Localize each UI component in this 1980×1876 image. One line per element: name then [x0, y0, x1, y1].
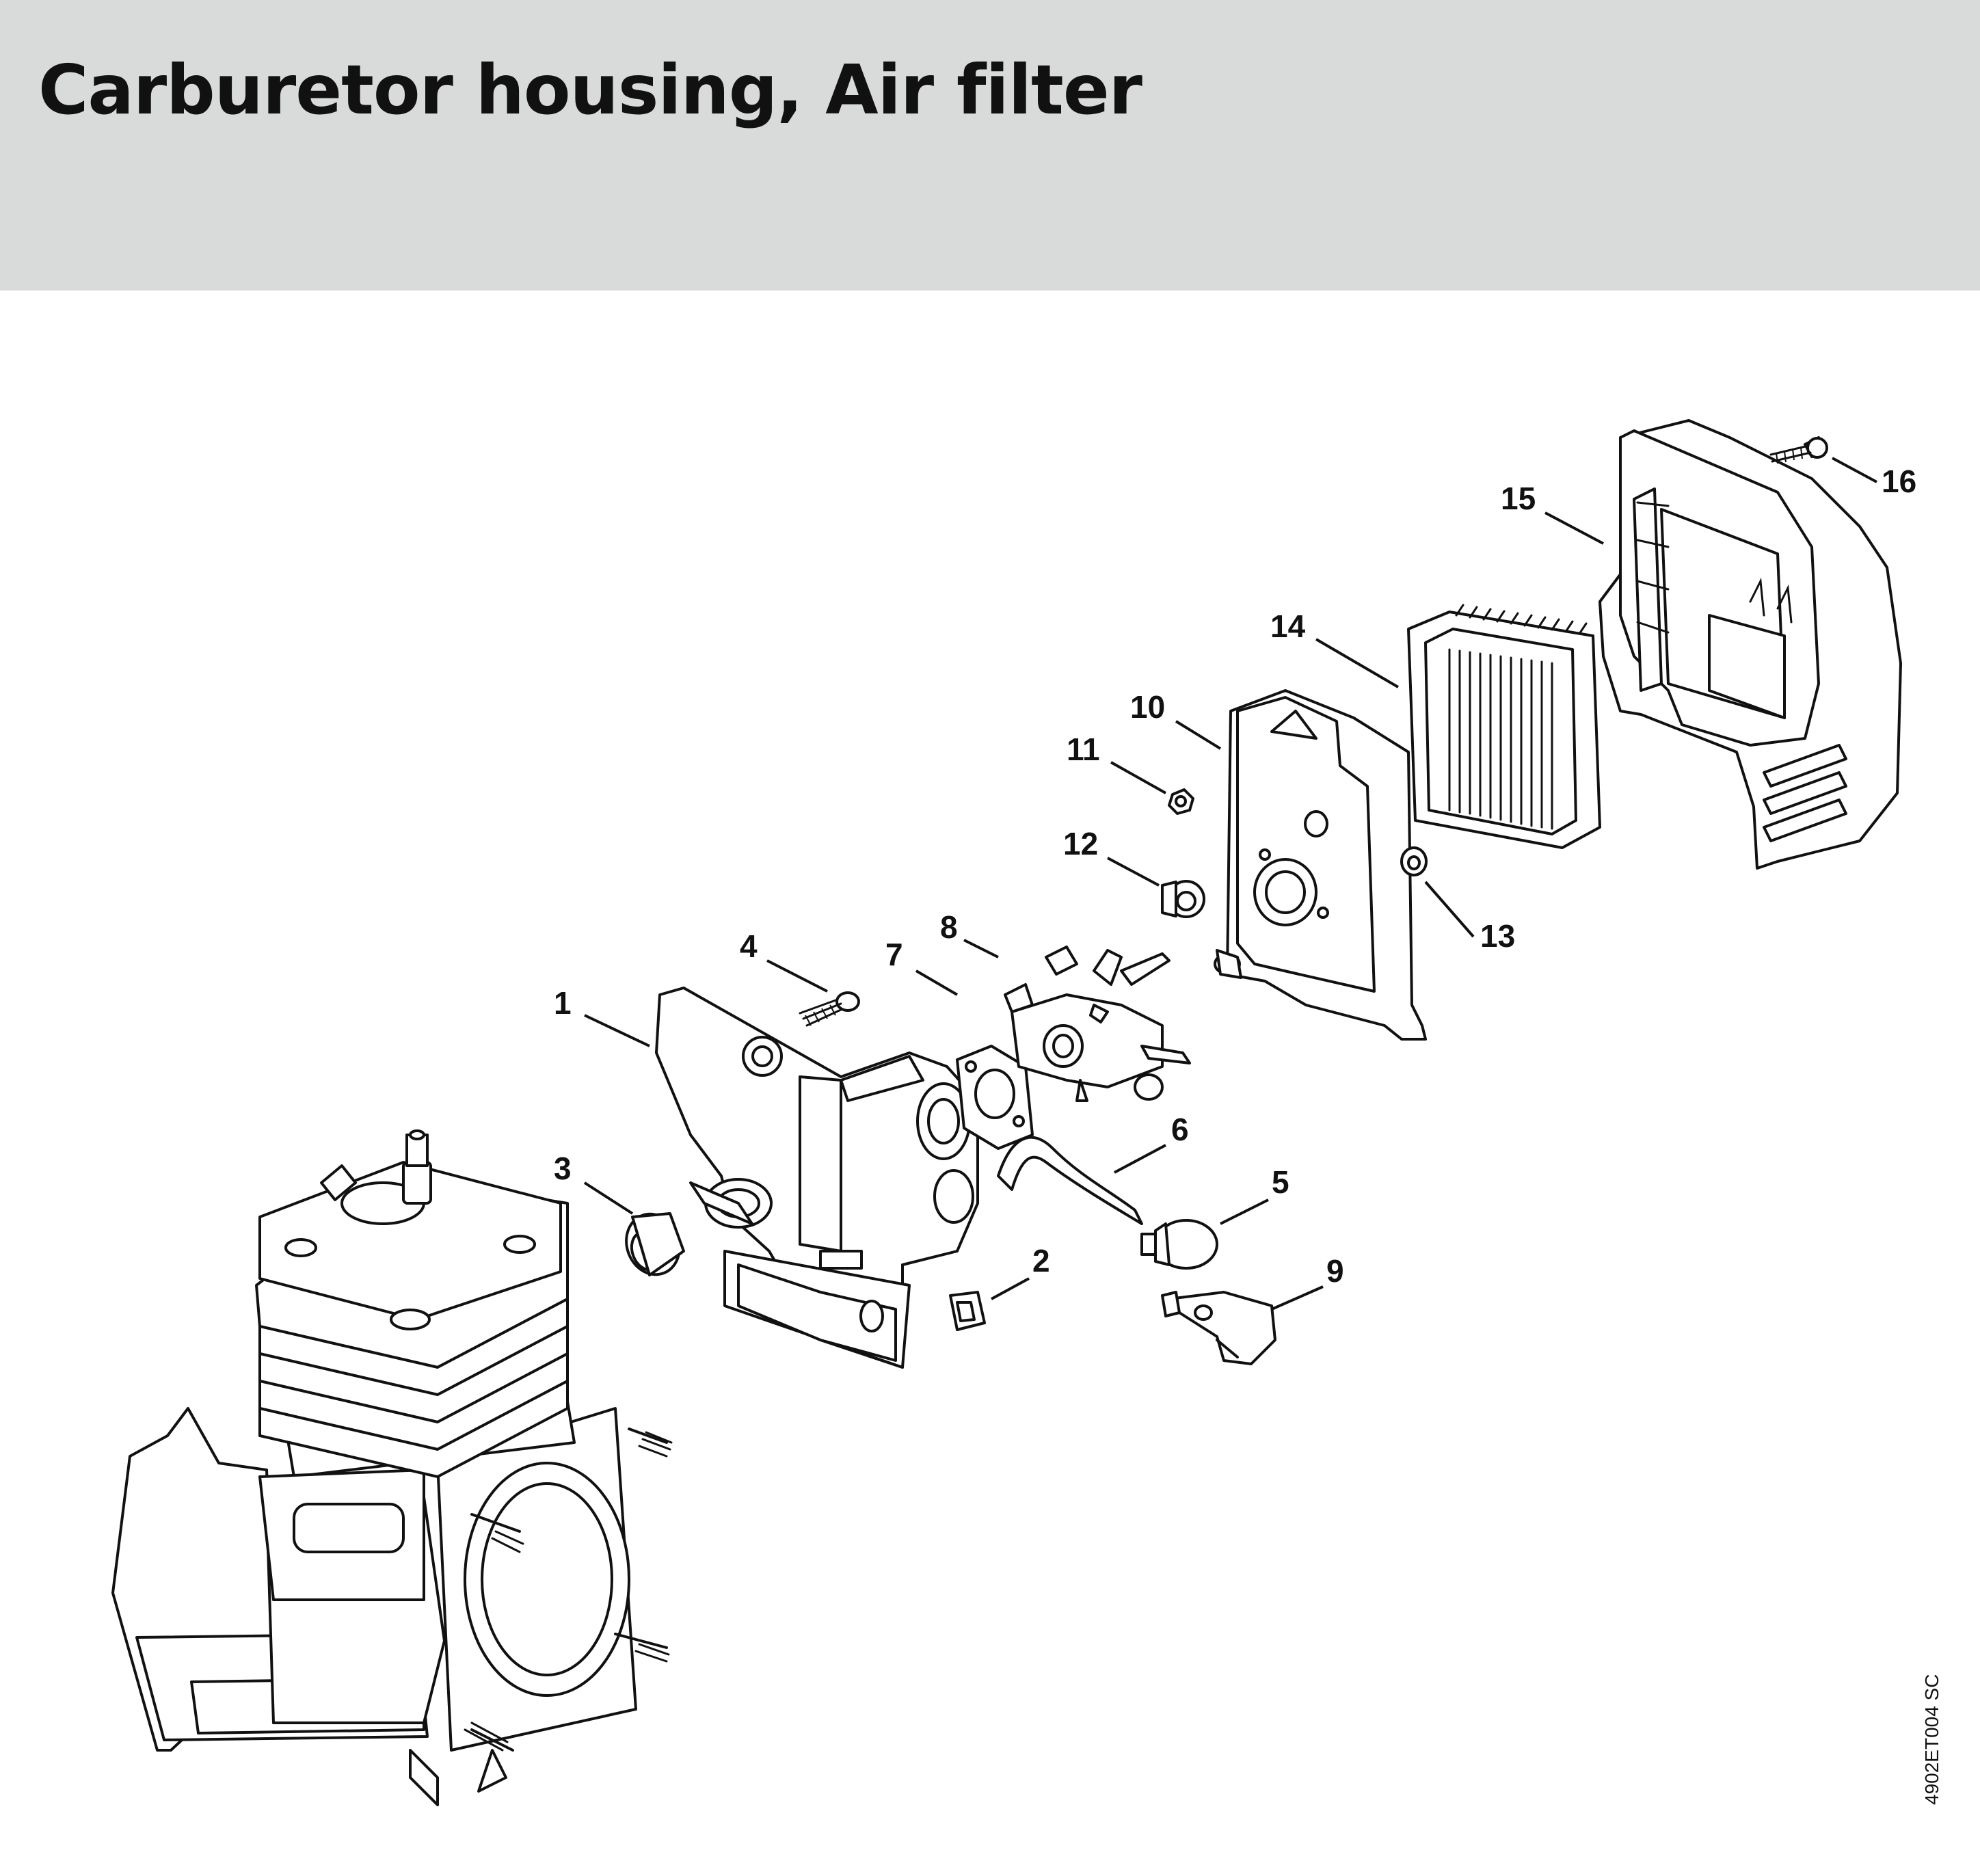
part-11-nut [1168, 788, 1194, 815]
svg-text:15: 15 [1501, 481, 1536, 516]
svg-text:7: 7 [885, 937, 903, 972]
svg-text:4: 4 [740, 928, 758, 964]
callout-1: 1 [554, 985, 650, 1047]
part-7-gasket [956, 1045, 1034, 1150]
svg-text:14: 14 [1270, 608, 1306, 644]
filter-pleats [1448, 604, 1588, 830]
svg-text:3: 3 [554, 1151, 572, 1186]
part-15-filter-cover [1598, 419, 1902, 870]
page-title: Carburetor housing, Air filter [38, 50, 1142, 130]
part-3-flange [625, 1212, 685, 1276]
callout-13: 13 [1424, 881, 1515, 954]
svg-text:2: 2 [1032, 1243, 1050, 1278]
part-5-primer-bulb [1140, 1219, 1218, 1270]
part-16-screw [1769, 436, 1828, 464]
callout-7: 7 [885, 937, 959, 996]
callout-15: 15 [1501, 481, 1604, 545]
svg-text:5: 5 [1272, 1164, 1289, 1200]
part-2-clip [949, 1291, 986, 1331]
callout-5: 5 [1220, 1164, 1289, 1225]
callout-8: 8 [940, 909, 999, 959]
svg-text:8: 8 [940, 909, 958, 945]
callout-14: 14 [1270, 608, 1400, 688]
part-6-fuel-hose [997, 1136, 1143, 1225]
part-1-carburetor-housing [655, 987, 979, 1369]
callout-16: 16 [1832, 457, 1916, 499]
drawing-code: 4902ET004 SC [1921, 1674, 1942, 1805]
part-14-air-filter [1407, 604, 1601, 849]
callout-4: 4 [740, 928, 828, 993]
callout-6: 6 [1114, 1112, 1189, 1174]
engine-assembly [111, 1129, 673, 1806]
svg-text:16: 16 [1882, 464, 1916, 499]
part-12-spacer [1161, 880, 1205, 918]
svg-text:1: 1 [554, 985, 572, 1021]
exploded-parts-diagram: 1 2 3 4 5 6 7 8 9 10 11 12 [111, 419, 1916, 1806]
header-band: Carburetor housing, Air filter [0, 0, 1980, 291]
stud-bolts [464, 1431, 673, 1752]
part-10-base-plate [1214, 689, 1427, 1041]
svg-text:10: 10 [1130, 689, 1165, 725]
callout-2: 2 [991, 1243, 1050, 1300]
part-13-grommet [1400, 846, 1428, 876]
svg-text:13: 13 [1480, 918, 1515, 954]
callout-11: 11 [1067, 732, 1166, 794]
part-8-carburetor [1004, 946, 1191, 1102]
callout-12: 12 [1063, 826, 1160, 887]
svg-text:12: 12 [1063, 826, 1098, 861]
part-9-choke-knob [1161, 1291, 1276, 1365]
svg-text:6: 6 [1171, 1112, 1189, 1147]
callout-10: 10 [1130, 689, 1222, 750]
svg-text:9: 9 [1326, 1253, 1344, 1289]
part-4-screw [799, 991, 860, 1027]
svg-text:11: 11 [1067, 732, 1100, 767]
callout-3: 3 [554, 1151, 634, 1215]
callout-9: 9 [1271, 1253, 1344, 1311]
